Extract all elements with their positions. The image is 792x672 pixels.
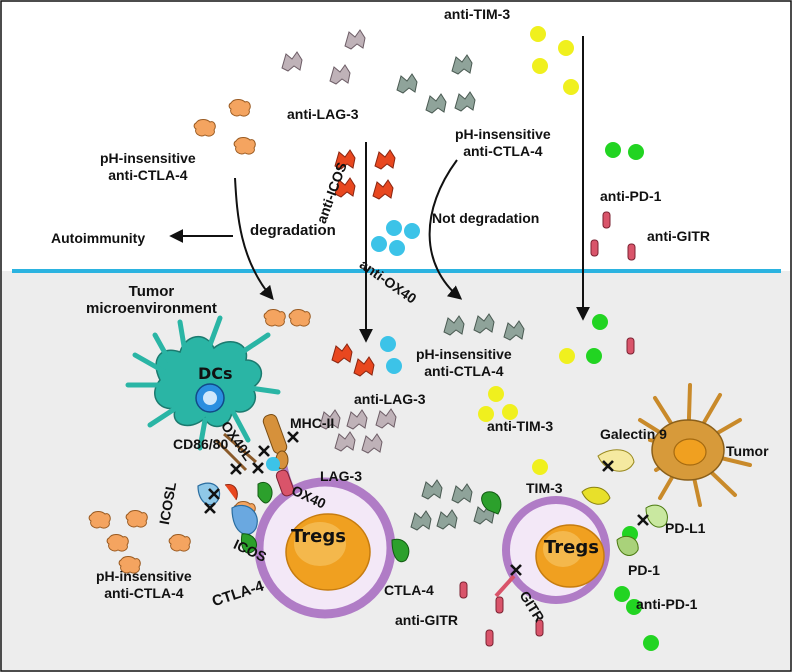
label-dcs: DCs bbox=[198, 364, 233, 383]
tumor-cell-icon bbox=[638, 383, 752, 507]
label-anti-lag3-mid: anti-LAG-3 bbox=[354, 391, 426, 407]
antibody-blob-icon bbox=[263, 309, 286, 327]
label-ph-ctla4-mid-line1: pH-insensitive bbox=[416, 346, 512, 362]
label-mhc-ii: MHC-II bbox=[290, 415, 335, 431]
arrows bbox=[169, 36, 590, 343]
antibody-blob-icon bbox=[535, 619, 544, 637]
antibody-blob-icon bbox=[371, 236, 387, 252]
label-ph-ctla4-bottom-line2: anti-CTLA-4 bbox=[104, 585, 184, 601]
treg-cell-icon bbox=[254, 477, 396, 619]
flat-arrow-icon bbox=[234, 177, 274, 301]
ox40-antibody-group-top bbox=[371, 220, 420, 256]
antibody-blob-icon bbox=[233, 137, 256, 155]
treg-cell-icon bbox=[502, 496, 610, 604]
antibody-blob-icon bbox=[592, 314, 608, 330]
receptors-right bbox=[481, 449, 668, 598]
label-not-degradation: Not degradation bbox=[432, 210, 540, 226]
receptors-left bbox=[197, 414, 410, 563]
gitr-antibody-group-tme bbox=[459, 337, 635, 647]
antibody-blob-icon bbox=[627, 243, 636, 261]
antibody-blob-icon bbox=[386, 358, 402, 374]
label-anti-lag3-top: anti-LAG-3 bbox=[287, 106, 359, 122]
label-degradation: degradation bbox=[250, 222, 336, 239]
label-anti-gitr-top: anti-GITR bbox=[647, 228, 710, 244]
pd1-antibody-group-top bbox=[605, 142, 644, 160]
antibody-blob-icon bbox=[614, 586, 630, 602]
label-pdl1: PD-L1 bbox=[665, 520, 706, 536]
label-galectin9: Galectin 9 bbox=[600, 426, 667, 442]
antibody-blob-icon bbox=[488, 386, 504, 402]
antibody-blob-icon bbox=[459, 581, 468, 599]
label-anti-pd1-bottom: anti-PD-1 bbox=[636, 596, 698, 612]
label-tumor-microenvironment: Tumor microenvironment bbox=[86, 283, 217, 317]
label-tumor-micro-line2: microenvironment bbox=[86, 300, 217, 317]
label-ph-ctla4-top-right-line1: pH-insensitive bbox=[455, 126, 551, 142]
label-anti-gitr-bottom: anti-GITR bbox=[395, 612, 458, 628]
antibody-blob-icon bbox=[626, 337, 635, 355]
antibody-blob-icon bbox=[404, 223, 420, 239]
antibody-blob-icon bbox=[88, 511, 111, 529]
label-ph-ctla4-top-left-line1: pH-insensitive bbox=[100, 150, 196, 166]
label-ph-ctla4-bottom: pH-insensitive anti-CTLA-4 bbox=[96, 568, 192, 602]
tim3-antibody-group-tme bbox=[478, 348, 575, 475]
label-pd1: PD-1 bbox=[628, 562, 660, 578]
antibody-blob-icon bbox=[485, 629, 494, 647]
antibody-blob-icon bbox=[643, 635, 659, 651]
antibody-blob-icon bbox=[228, 99, 251, 117]
antibody-blob-icon bbox=[168, 534, 191, 552]
antibody-blob-icon bbox=[605, 142, 621, 158]
dendritic-cell-icon bbox=[125, 315, 281, 451]
label-tregs-left: Tregs bbox=[291, 526, 346, 547]
antibody-blob-icon bbox=[559, 348, 575, 364]
label-autoimmunity: Autoimmunity bbox=[51, 230, 146, 246]
label-anti-tim3-top: anti-TIM-3 bbox=[444, 6, 511, 22]
label-tregs-right: Tregs bbox=[544, 537, 599, 558]
antibody-blob-icon bbox=[106, 534, 129, 552]
label-ctla4-mid: CTLA-4 bbox=[384, 582, 434, 598]
antibody-blob-icon bbox=[478, 406, 494, 422]
label-anti-tim3-mid: anti-TIM-3 bbox=[487, 418, 554, 434]
label-tumor-micro-line1: Tumor bbox=[128, 283, 175, 300]
label-tim3: TIM-3 bbox=[526, 480, 563, 496]
label-cd86-80: CD86/80 bbox=[173, 436, 229, 452]
antibody-blob-icon bbox=[532, 459, 548, 475]
antibody-blob-icon bbox=[288, 309, 311, 327]
label-ph-ctla4-mid: pH-insensitive anti-CTLA-4 bbox=[416, 346, 512, 380]
label-tumor: Tumor bbox=[726, 443, 769, 459]
antibody-blob-icon bbox=[590, 239, 599, 257]
antibody-blob-icon bbox=[193, 119, 216, 137]
label-ph-ctla4-top-left: pH-insensitive anti-CTLA-4 bbox=[100, 150, 196, 184]
tim3-antibody-group-top bbox=[530, 26, 579, 95]
label-ph-ctla4-mid-line2: anti-CTLA-4 bbox=[424, 363, 504, 379]
label-ph-ctla4-bottom-line1: pH-insensitive bbox=[96, 568, 192, 584]
antibody-blob-icon bbox=[125, 510, 148, 528]
label-ph-ctla4-top-left-line2: anti-CTLA-4 bbox=[108, 167, 188, 183]
antibody-blob-icon bbox=[502, 404, 518, 420]
antibody-blob-icon bbox=[389, 240, 405, 256]
antibody-blob-icon bbox=[530, 26, 546, 42]
antibody-blob-icon bbox=[495, 596, 504, 614]
antibody-blob-icon bbox=[558, 40, 574, 56]
label-ph-ctla4-top-right-line2: anti-CTLA-4 bbox=[463, 143, 543, 159]
label-ph-ctla4-top-right: pH-insensitive anti-CTLA-4 bbox=[455, 126, 551, 160]
flat-arrow-icon bbox=[428, 159, 463, 300]
antibody-blob-icon bbox=[628, 144, 644, 160]
pd1-antibody-group-tme bbox=[586, 314, 659, 651]
label-lag3: LAG-3 bbox=[320, 468, 362, 484]
antibody-blob-icon bbox=[586, 348, 602, 364]
label-anti-pd1-top: anti-PD-1 bbox=[600, 188, 662, 204]
gitr-antibody-group-top bbox=[590, 211, 636, 261]
antibody-blob-icon bbox=[380, 336, 396, 352]
antibody-blob-icon bbox=[563, 79, 579, 95]
antibody-blob-icon bbox=[626, 599, 642, 615]
antibody-blob-icon bbox=[602, 211, 611, 229]
antibody-blob-icon bbox=[386, 220, 402, 236]
antibody-blob-icon bbox=[532, 58, 548, 74]
